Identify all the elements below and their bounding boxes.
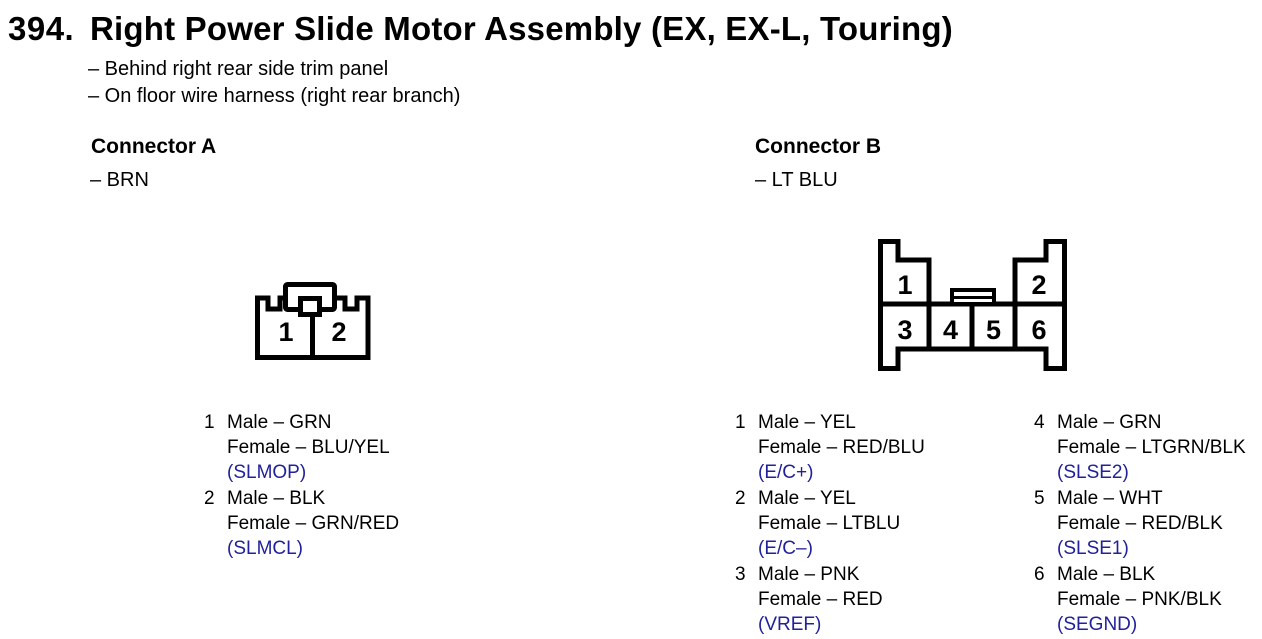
connector-a-heading: Connector A [91,135,217,158]
pin-male-wire: Male – GRN [1057,412,1162,433]
pin-male-wire: Male – YEL [758,488,856,509]
pin-signal-name: (SLSE2) [1057,462,1129,483]
pin-signal-name: (E/C+) [758,462,814,483]
pin-number: 1 [204,412,215,433]
pin-item: 2 Male – BLK Female – GRN/RED (SLMCL) [204,486,399,561]
pin-number: 2 [204,488,215,509]
pin-signal-name: (SLMOP) [227,462,307,483]
cavity-label: 4 [943,315,958,345]
cavity-label: 1 [897,270,912,300]
pin-signal-name: (SLSE1) [1057,538,1129,559]
location-notes: – Behind right rear side trim panel – On… [88,56,460,110]
connector-b-diagram: 1 2 3 4 5 6 [878,239,1068,371]
connector-a-pin-list: 1 Male – GRN Female – BLU/YEL (SLMOP) 2 … [204,410,399,562]
connector-a-color-note: – BRN [90,169,149,191]
pin-male-wire: Male – BLK [227,488,326,509]
page-item-number: 394. [8,10,75,47]
pin-male-wire: Male – YEL [758,412,856,433]
pin-signal-name: (E/C–) [758,538,813,559]
page-title: Right Power Slide Motor Assembly (EX, EX… [90,10,953,47]
pin-item: 1 Male – YEL Female – RED/BLU (E/C+) [735,410,925,485]
pin-item: 5 Male – WHT Female – RED/BLK (SLSE1) [1034,486,1246,561]
connector-b-pin-list-left: 1 Male – YEL Female – RED/BLU (E/C+) 2 M… [735,410,925,638]
pin-item: 4 Male – GRN Female – LTGRN/BLK (SLSE2) [1034,410,1246,485]
pin-item: 2 Male – YEL Female – LTBLU (E/C–) [735,486,925,561]
pin-number: 6 [1034,564,1045,585]
connector-b-heading: Connector B [755,135,881,158]
pin-signal-name: (SLMCL) [227,538,304,559]
cavity-label: 5 [986,315,1001,345]
pin-female-wire: Female – RED/BLK [1057,513,1223,534]
cavity-label: 1 [278,317,293,347]
pin-male-wire: Male – GRN [227,412,332,433]
cavity-label: 2 [1031,270,1046,300]
pin-signal-name: (VREF) [758,614,822,635]
pin-female-wire: Female – RED/BLU [758,437,925,458]
location-note: – Behind right rear side trim panel [88,58,389,80]
pin-female-wire: Female – PNK/BLK [1057,589,1222,610]
connector-a-diagram: 1 2 [255,278,371,363]
pin-number: 5 [1034,488,1045,509]
pin-female-wire: Female – RED [758,589,883,610]
pin-female-wire: Female – LTGRN/BLK [1057,437,1246,458]
pin-female-wire: Female – GRN/RED [227,513,400,534]
pin-item: 6 Male – BLK Female – PNK/BLK (SEGND) [1034,562,1246,637]
pin-item: 1 Male – GRN Female – BLU/YEL (SLMOP) [204,410,399,485]
pin-male-wire: Male – WHT [1057,488,1163,509]
pin-male-wire: Male – BLK [1057,564,1156,585]
pin-signal-name: (SEGND) [1057,614,1138,635]
pin-number: 1 [735,412,746,433]
pin-item: 3 Male – PNK Female – RED (VREF) [735,562,925,637]
cavity-label: 2 [331,317,346,347]
connector-b-color-note: – LT BLU [755,169,838,191]
pin-female-wire: Female – LTBLU [758,513,901,534]
cavity-label: 6 [1031,315,1046,345]
pin-female-wire: Female – BLU/YEL [227,437,390,458]
location-note: – On floor wire harness (right rear bran… [88,85,461,107]
pin-number: 3 [735,564,746,585]
pin-number: 4 [1034,412,1045,433]
cavity-label: 3 [897,315,912,345]
pin-male-wire: Male – PNK [758,564,860,585]
connector-b-pin-list-right: 4 Male – GRN Female – LTGRN/BLK (SLSE2) … [1034,410,1246,638]
pin-number: 2 [735,488,746,509]
